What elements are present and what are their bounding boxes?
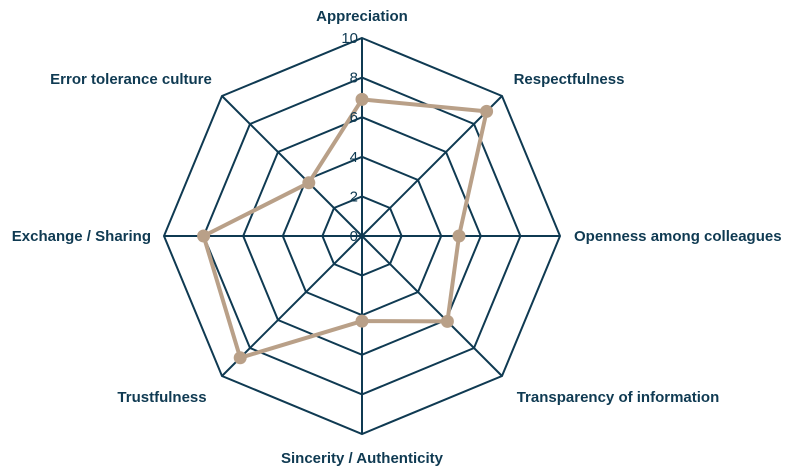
data-point-7 xyxy=(302,176,316,190)
data-point-3 xyxy=(440,314,454,328)
axis-label-2: Openness among colleagues xyxy=(574,228,782,245)
tick-label: 0 xyxy=(350,228,358,245)
axis-label-5: Trustfulness xyxy=(117,389,206,406)
data-point-5 xyxy=(233,351,247,365)
spoke-5 xyxy=(221,235,363,377)
axis-label-1: Respectfulness xyxy=(514,71,625,88)
axis-label-4: Sincerity / Authenticity xyxy=(281,450,444,467)
spoke-3 xyxy=(361,235,503,377)
axis-label-6: Exchange / Sharing xyxy=(12,228,151,245)
data-point-2 xyxy=(452,229,466,243)
spoke-1 xyxy=(361,95,503,237)
radar-spokes xyxy=(164,38,560,434)
spoke-7 xyxy=(221,95,363,237)
axis-label-7: Error tolerance culture xyxy=(50,71,212,88)
data-point-6 xyxy=(197,229,211,243)
tick-label: 8 xyxy=(350,70,358,87)
axis-label-3: Transparency of information xyxy=(517,389,720,406)
data-point-1 xyxy=(480,104,494,118)
axis-label-0: Appreciation xyxy=(316,8,408,25)
radar-series xyxy=(197,92,494,365)
data-point-4 xyxy=(355,314,369,328)
data-point-0 xyxy=(355,92,369,106)
tick-label: 6 xyxy=(350,109,358,126)
radar-tick-labels: 0 2 4 6 8 10 xyxy=(341,30,358,245)
tick-label: 10 xyxy=(341,30,358,47)
tick-label: 4 xyxy=(350,149,358,166)
tick-label: 2 xyxy=(350,188,358,205)
